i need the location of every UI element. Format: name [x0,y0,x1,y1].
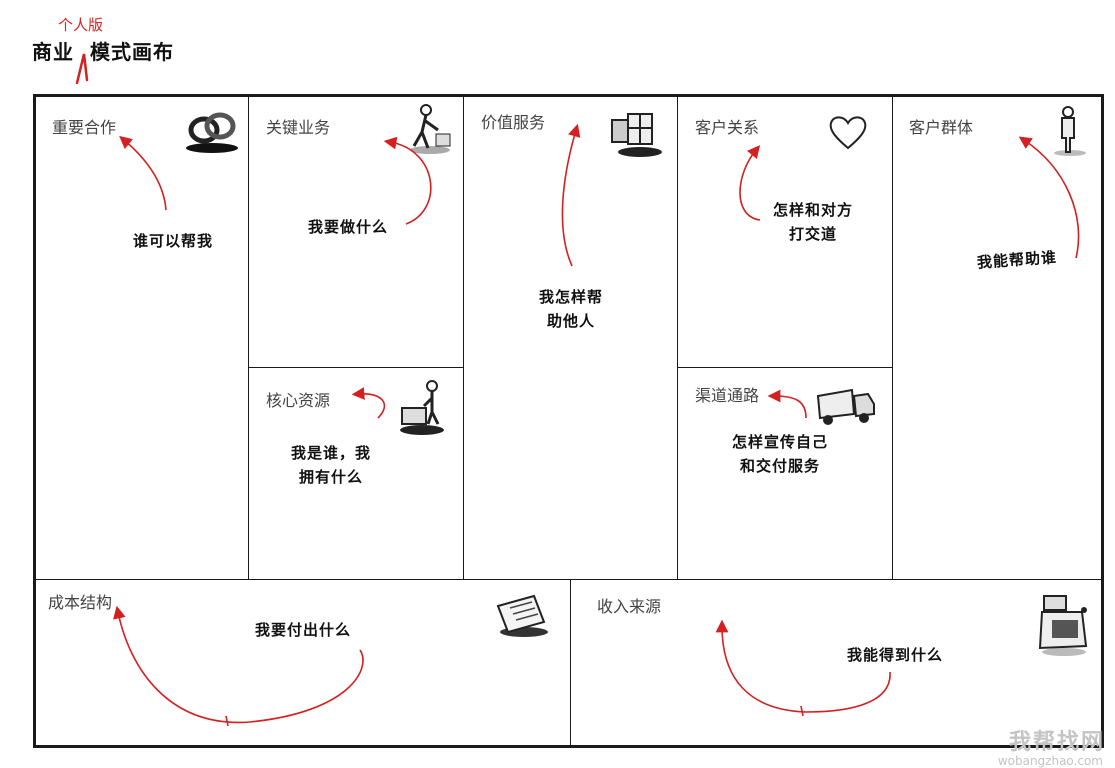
note-channels-line-2: 和交付服务 [706,454,854,478]
note-value-propositions: 我怎样帮 助他人 [516,285,626,333]
note-key-resources-line-2: 拥有什么 [276,465,386,489]
cash-register-icon [1034,592,1092,658]
worker-icon [404,102,454,156]
title-word-1: 商业 [32,40,74,64]
label-key-activities: 关键业务 [266,114,330,138]
note-revenue-streams: 我能得到什么 [830,643,960,667]
watermark-logo: 我帮找网 [1009,724,1105,756]
heart-icon [826,112,870,152]
label-revenue-streams: 收入来源 [597,593,661,617]
delivery-truck-icon [814,382,878,428]
label-cost-structure: 成本结构 [48,589,112,613]
title-insert: 个人版 [58,14,103,35]
person-icon [1050,104,1088,158]
interlocked-rings-icon [182,104,244,156]
note-customer-relationships: 怎样和对方 打交道 [750,198,876,246]
label-key-resources: 核心资源 [266,387,330,411]
label-customer-relationships: 客户关系 [695,114,759,138]
note-relationships-line-2: 打交道 [750,222,876,246]
note-key-resources: 我是谁，我 拥有什么 [276,441,386,489]
note-cost-structure: 我要付出什么 [238,618,368,642]
title-word-2: 模式画布 [90,40,174,64]
label-key-partners: 重要合作 [52,114,116,138]
receipt-icon [490,592,552,640]
note-value-line-2: 助他人 [516,309,626,333]
page-title: 商业模式画布 [32,36,174,65]
label-customer-segments: 客户群体 [909,114,973,138]
note-channels-line-1: 怎样宣传自己 [706,430,854,454]
person-at-desk-icon [398,378,452,438]
note-channels: 怎样宣传自己 和交付服务 [706,430,854,478]
label-channels: 渠道通路 [695,382,759,406]
note-key-resources-line-1: 我是谁，我 [276,441,386,465]
watermark-url: wobangzhao.com [998,754,1103,768]
block-value-propositions [463,94,678,580]
note-key-partners: 谁可以帮我 [118,229,228,253]
block-key-partners [33,94,249,580]
note-relationships-line-1: 怎样和对方 [750,198,876,222]
insert-caret-icon [74,50,98,84]
note-key-activities: 我要做什么 [296,215,400,239]
gift-boxes-icon [606,106,664,160]
note-value-line-1: 我怎样帮 [516,285,626,309]
block-customer-segments [892,94,1104,580]
label-value-propositions: 价值服务 [481,109,545,133]
